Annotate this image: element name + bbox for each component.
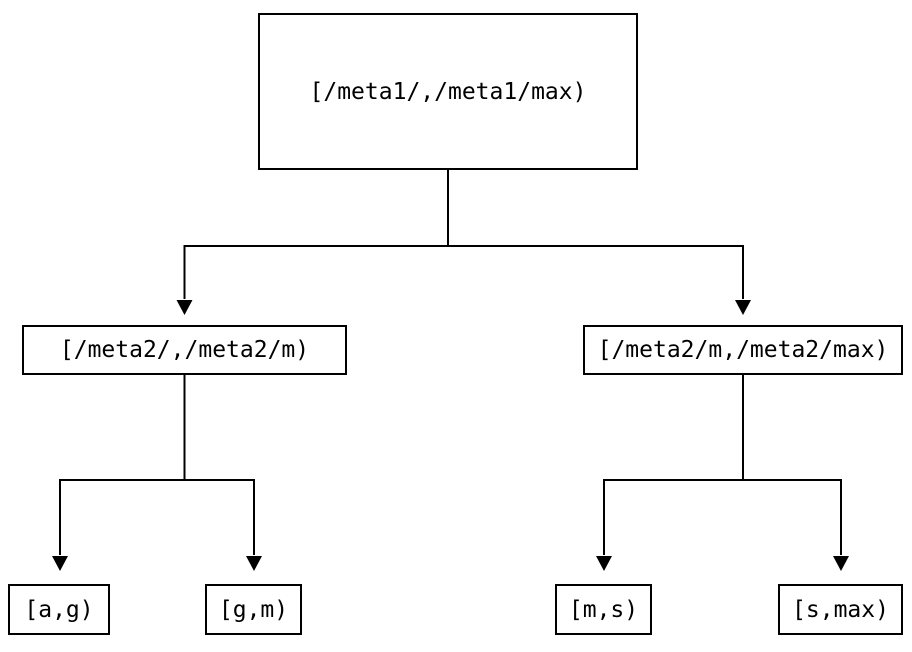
arrowhead-down-icon (176, 300, 193, 315)
tree-node-label: [/meta1/,/meta1/max) (309, 78, 587, 105)
arrowhead-down-icon (833, 556, 849, 571)
tree-node-label: [g,m) (218, 596, 289, 623)
tree-node-label: [/meta2/m,/meta2/max) (597, 337, 889, 363)
arrowhead-down-icon (735, 300, 751, 315)
tree-node-leaf-ms: [m,s) (555, 584, 652, 635)
arrowhead-down-icon (52, 556, 68, 571)
tree-node-label: [s,max) (792, 596, 889, 623)
tree-node-right: [/meta2/m,/meta2/max) (583, 325, 903, 375)
tree-node-label: [a,g) (24, 596, 94, 623)
tree-node-leaf-ag: [a,g) (8, 584, 110, 635)
tree-node-label: [/meta2/,/meta2/m) (59, 337, 310, 363)
tree-node-root: [/meta1/,/meta1/max) (258, 13, 638, 170)
tree-node-leaf-gm: [g,m) (205, 584, 302, 635)
tree-node-left: [/meta2/,/meta2/m) (22, 325, 347, 375)
tree-node-label: [m,s) (568, 596, 639, 623)
tree-node-leaf-smax: [s,max) (778, 584, 903, 635)
arrowhead-down-icon (596, 556, 612, 571)
arrowhead-down-icon (246, 556, 262, 571)
